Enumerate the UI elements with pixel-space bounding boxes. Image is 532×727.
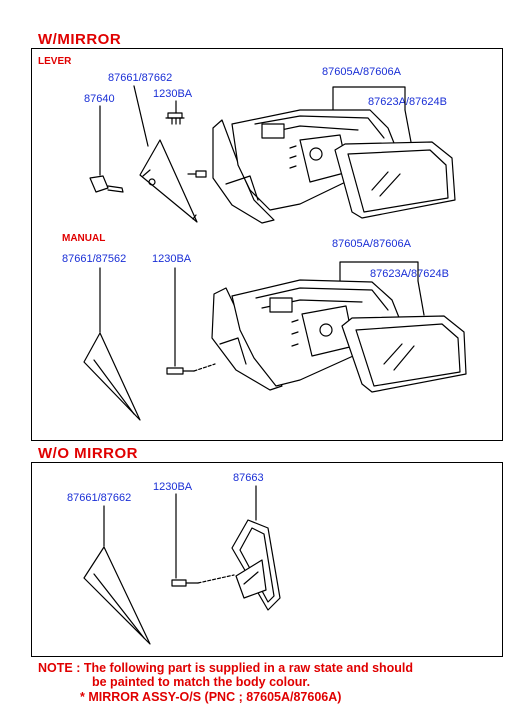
leader-manual-glass bbox=[417, 280, 425, 316]
leader-lever-cover bbox=[133, 85, 149, 147]
label-manual-cover: 87661/87562 bbox=[62, 253, 127, 265]
screw-wo bbox=[171, 574, 235, 587]
lever-subtitle: LEVER bbox=[38, 56, 72, 67]
with-mirror-frame bbox=[31, 48, 503, 441]
section-title-without-mirror: W/O MIRROR bbox=[38, 445, 138, 462]
label-wo-screw: 1230BA bbox=[153, 481, 193, 493]
manual-subtitle: MANUAL bbox=[62, 233, 106, 244]
label-wo-cover: 87661/87662 bbox=[67, 492, 132, 504]
lever-knob bbox=[89, 175, 124, 193]
section-title-with-mirror: W/MIRROR bbox=[38, 31, 122, 48]
leader-lever-assy bbox=[332, 86, 406, 111]
leader-lever-glass bbox=[404, 109, 412, 143]
label-wo-bracket: 87663 bbox=[233, 472, 264, 484]
lever-mirror-glass bbox=[334, 141, 456, 219]
lever-cover-triangle bbox=[139, 139, 198, 223]
leader-manual-assy bbox=[339, 261, 419, 282]
label-manual-screw: 1230BA bbox=[152, 253, 192, 265]
label-lever-cover: 87661/87662 bbox=[108, 72, 173, 84]
label-lever-knob: 87640 bbox=[84, 93, 115, 105]
manual-cover-triangle bbox=[83, 332, 141, 421]
without-mirror-frame bbox=[31, 462, 503, 657]
screw-manual bbox=[166, 363, 216, 375]
lever-fastener bbox=[187, 170, 207, 178]
manual-mirror-housing bbox=[211, 279, 401, 391]
screw-lever bbox=[165, 112, 185, 125]
label-lever-mirror-assy: 87605A/87606A bbox=[322, 66, 401, 78]
label-manual-mirror-glass: 87623A/87624B bbox=[370, 268, 449, 280]
label-lever-screw: 1230BA bbox=[153, 88, 193, 100]
note-line-3: * MIRROR ASSY-O/S (PNC ; 87605A/87606A) bbox=[80, 690, 342, 704]
manual-mirror-glass bbox=[341, 315, 467, 393]
note-line-2: be painted to match the body colour. bbox=[92, 675, 311, 689]
wo-cover-triangle bbox=[83, 546, 151, 645]
wo-bracket bbox=[231, 519, 281, 611]
label-lever-mirror-glass: 87623A/87624B bbox=[368, 96, 447, 108]
lever-mirror-housing bbox=[212, 109, 397, 224]
note-line-1: NOTE : The following part is supplied in… bbox=[38, 661, 414, 675]
label-manual-mirror-assy: 87605A/87606A bbox=[332, 238, 411, 250]
